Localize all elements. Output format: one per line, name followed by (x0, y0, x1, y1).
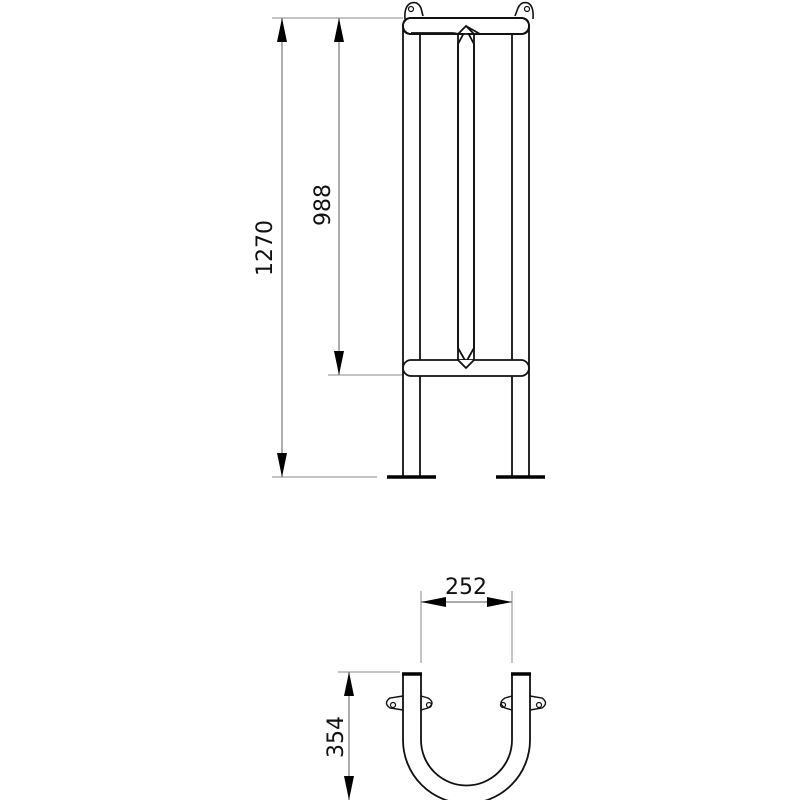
front-view: 1270 988 (253, 1, 545, 479)
lug-left-inner (420, 695, 433, 711)
top-view: 252 354 (324, 575, 547, 800)
arrow-down-icon (344, 776, 354, 800)
dimension-label-252: 252 (445, 575, 487, 600)
lug-hole-icon (389, 701, 397, 709)
arrow-right-icon (487, 597, 512, 607)
arrow-down-icon (334, 351, 344, 375)
lug-hole-icon (523, 5, 531, 13)
u-tube-inner (420, 674, 513, 787)
arrow-up-icon (334, 18, 344, 42)
dimension-988: 988 (311, 18, 344, 375)
arrow-down-icon (277, 453, 287, 477)
dimension-label-354: 354 (324, 716, 349, 758)
arrow-up-icon (344, 672, 354, 696)
u-tube-outer (402, 674, 531, 800)
dimension-354: 354 (324, 671, 400, 800)
center-bar (457, 27, 475, 364)
dimension-252: 252 (420, 575, 513, 663)
lug-hole-icon (407, 5, 415, 13)
arrow-left-icon (421, 597, 446, 607)
lug-hole-icon (425, 701, 433, 709)
mounting-lug-right (514, 1, 534, 20)
lug-hole-icon (535, 701, 543, 709)
dimension-label-988: 988 (311, 184, 336, 226)
dimension-1270: 1270 (253, 18, 287, 477)
dimension-label-1270: 1270 (253, 220, 278, 276)
lug-hole-icon (499, 701, 507, 709)
mounting-lug-left (404, 1, 424, 20)
arrow-up-icon (277, 18, 287, 42)
